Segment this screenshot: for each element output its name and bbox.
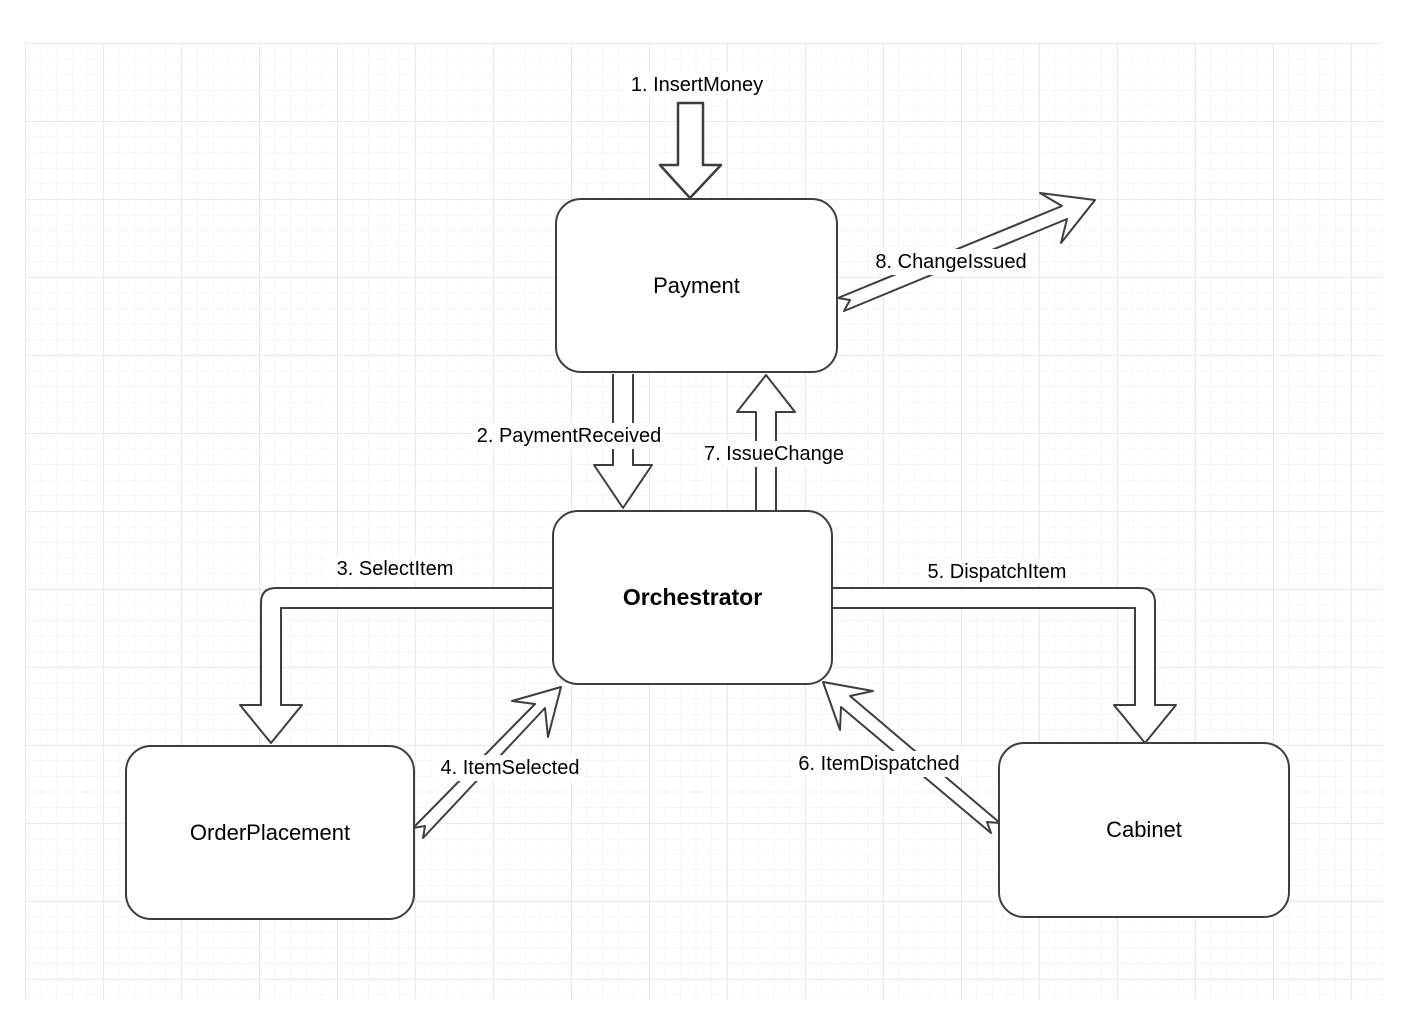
node-cabinet-label: Cabinet — [1106, 817, 1182, 842]
edge-label-payment-received: 2. PaymentReceived — [472, 423, 666, 449]
edge-label-item-dispatched: 6. ItemDispatched — [794, 751, 964, 777]
arrow-insert-money[interactable] — [658, 101, 723, 200]
edge-label-change-issued: 8. ChangeIssued — [871, 249, 1031, 275]
edge-label-insert-money: 1. InsertMoney — [626, 72, 768, 98]
arrow-select-item[interactable] — [239, 587, 552, 744]
node-cabinet[interactable]: Cabinet — [998, 742, 1290, 918]
node-orchestrator[interactable]: Orchestrator — [552, 510, 833, 685]
node-payment[interactable]: Payment — [555, 198, 838, 373]
edge-label-select-item: 3. SelectItem — [332, 556, 458, 582]
edge-label-dispatch-item: 5. DispatchItem — [923, 559, 1071, 585]
node-payment-label: Payment — [653, 272, 740, 298]
node-order-placement-label: OrderPlacement — [189, 819, 351, 845]
node-orchestrator-label: Orchestrator — [622, 584, 763, 610]
edge-label-item-selected: 4. ItemSelected — [436, 755, 584, 781]
node-order-placement[interactable]: OrderPlacement — [125, 745, 415, 920]
edge-label-issue-change: 7. IssueChange — [699, 441, 849, 467]
arrow-dispatch-item[interactable] — [833, 587, 1177, 744]
